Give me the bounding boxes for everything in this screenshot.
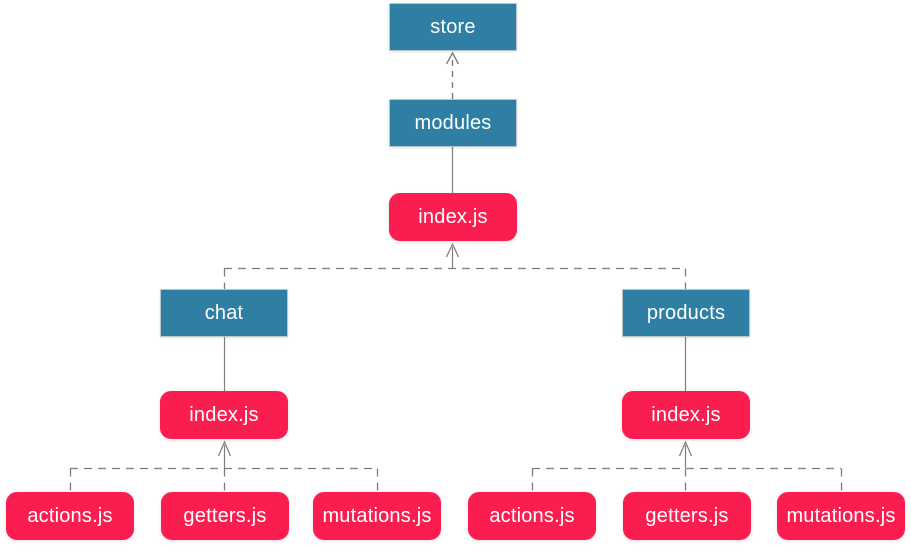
node-products-getters-js[interactable]: getters.js [623, 492, 751, 540]
edge-products-index-to-bus [678, 440, 693, 468]
node-chat-index-js[interactable]: index.js [160, 391, 288, 439]
node-products-actions-js[interactable]: actions.js [468, 492, 596, 540]
node-chat-getters-js[interactable]: getters.js [161, 492, 289, 540]
node-label: actions.js [489, 505, 575, 527]
node-label: store [430, 16, 476, 38]
node-chat-mutations-js[interactable]: mutations.js [313, 492, 441, 540]
node-label: index.js [418, 206, 488, 228]
edge-modules-bus [223, 267, 687, 289]
node-label: products [646, 302, 726, 324]
node-label: chat [204, 302, 244, 324]
edge-modules-to-store [445, 51, 460, 99]
edge-products-bus [531, 467, 843, 492]
edge-modules-index-to-bus [445, 242, 460, 268]
node-products[interactable]: products [622, 289, 750, 337]
node-label: actions.js [27, 505, 113, 527]
node-chat-actions-js[interactable]: actions.js [6, 492, 134, 540]
node-store[interactable]: store [389, 3, 517, 51]
node-label: getters.js [645, 505, 729, 527]
node-label: index.js [189, 404, 259, 426]
node-label: mutations.js [786, 505, 896, 527]
edge-chat-bus [69, 467, 379, 492]
edge-chat-index-to-bus [217, 440, 232, 468]
node-products-index-js[interactable]: index.js [622, 391, 750, 439]
node-label: index.js [651, 404, 721, 426]
node-modules-index-js[interactable]: index.js [389, 193, 517, 241]
node-chat[interactable]: chat [160, 289, 288, 337]
node-modules[interactable]: modules [389, 99, 517, 147]
node-label: mutations.js [322, 505, 432, 527]
node-label: getters.js [183, 505, 267, 527]
node-products-mutations-js[interactable]: mutations.js [777, 492, 905, 540]
node-label: modules [414, 112, 492, 134]
